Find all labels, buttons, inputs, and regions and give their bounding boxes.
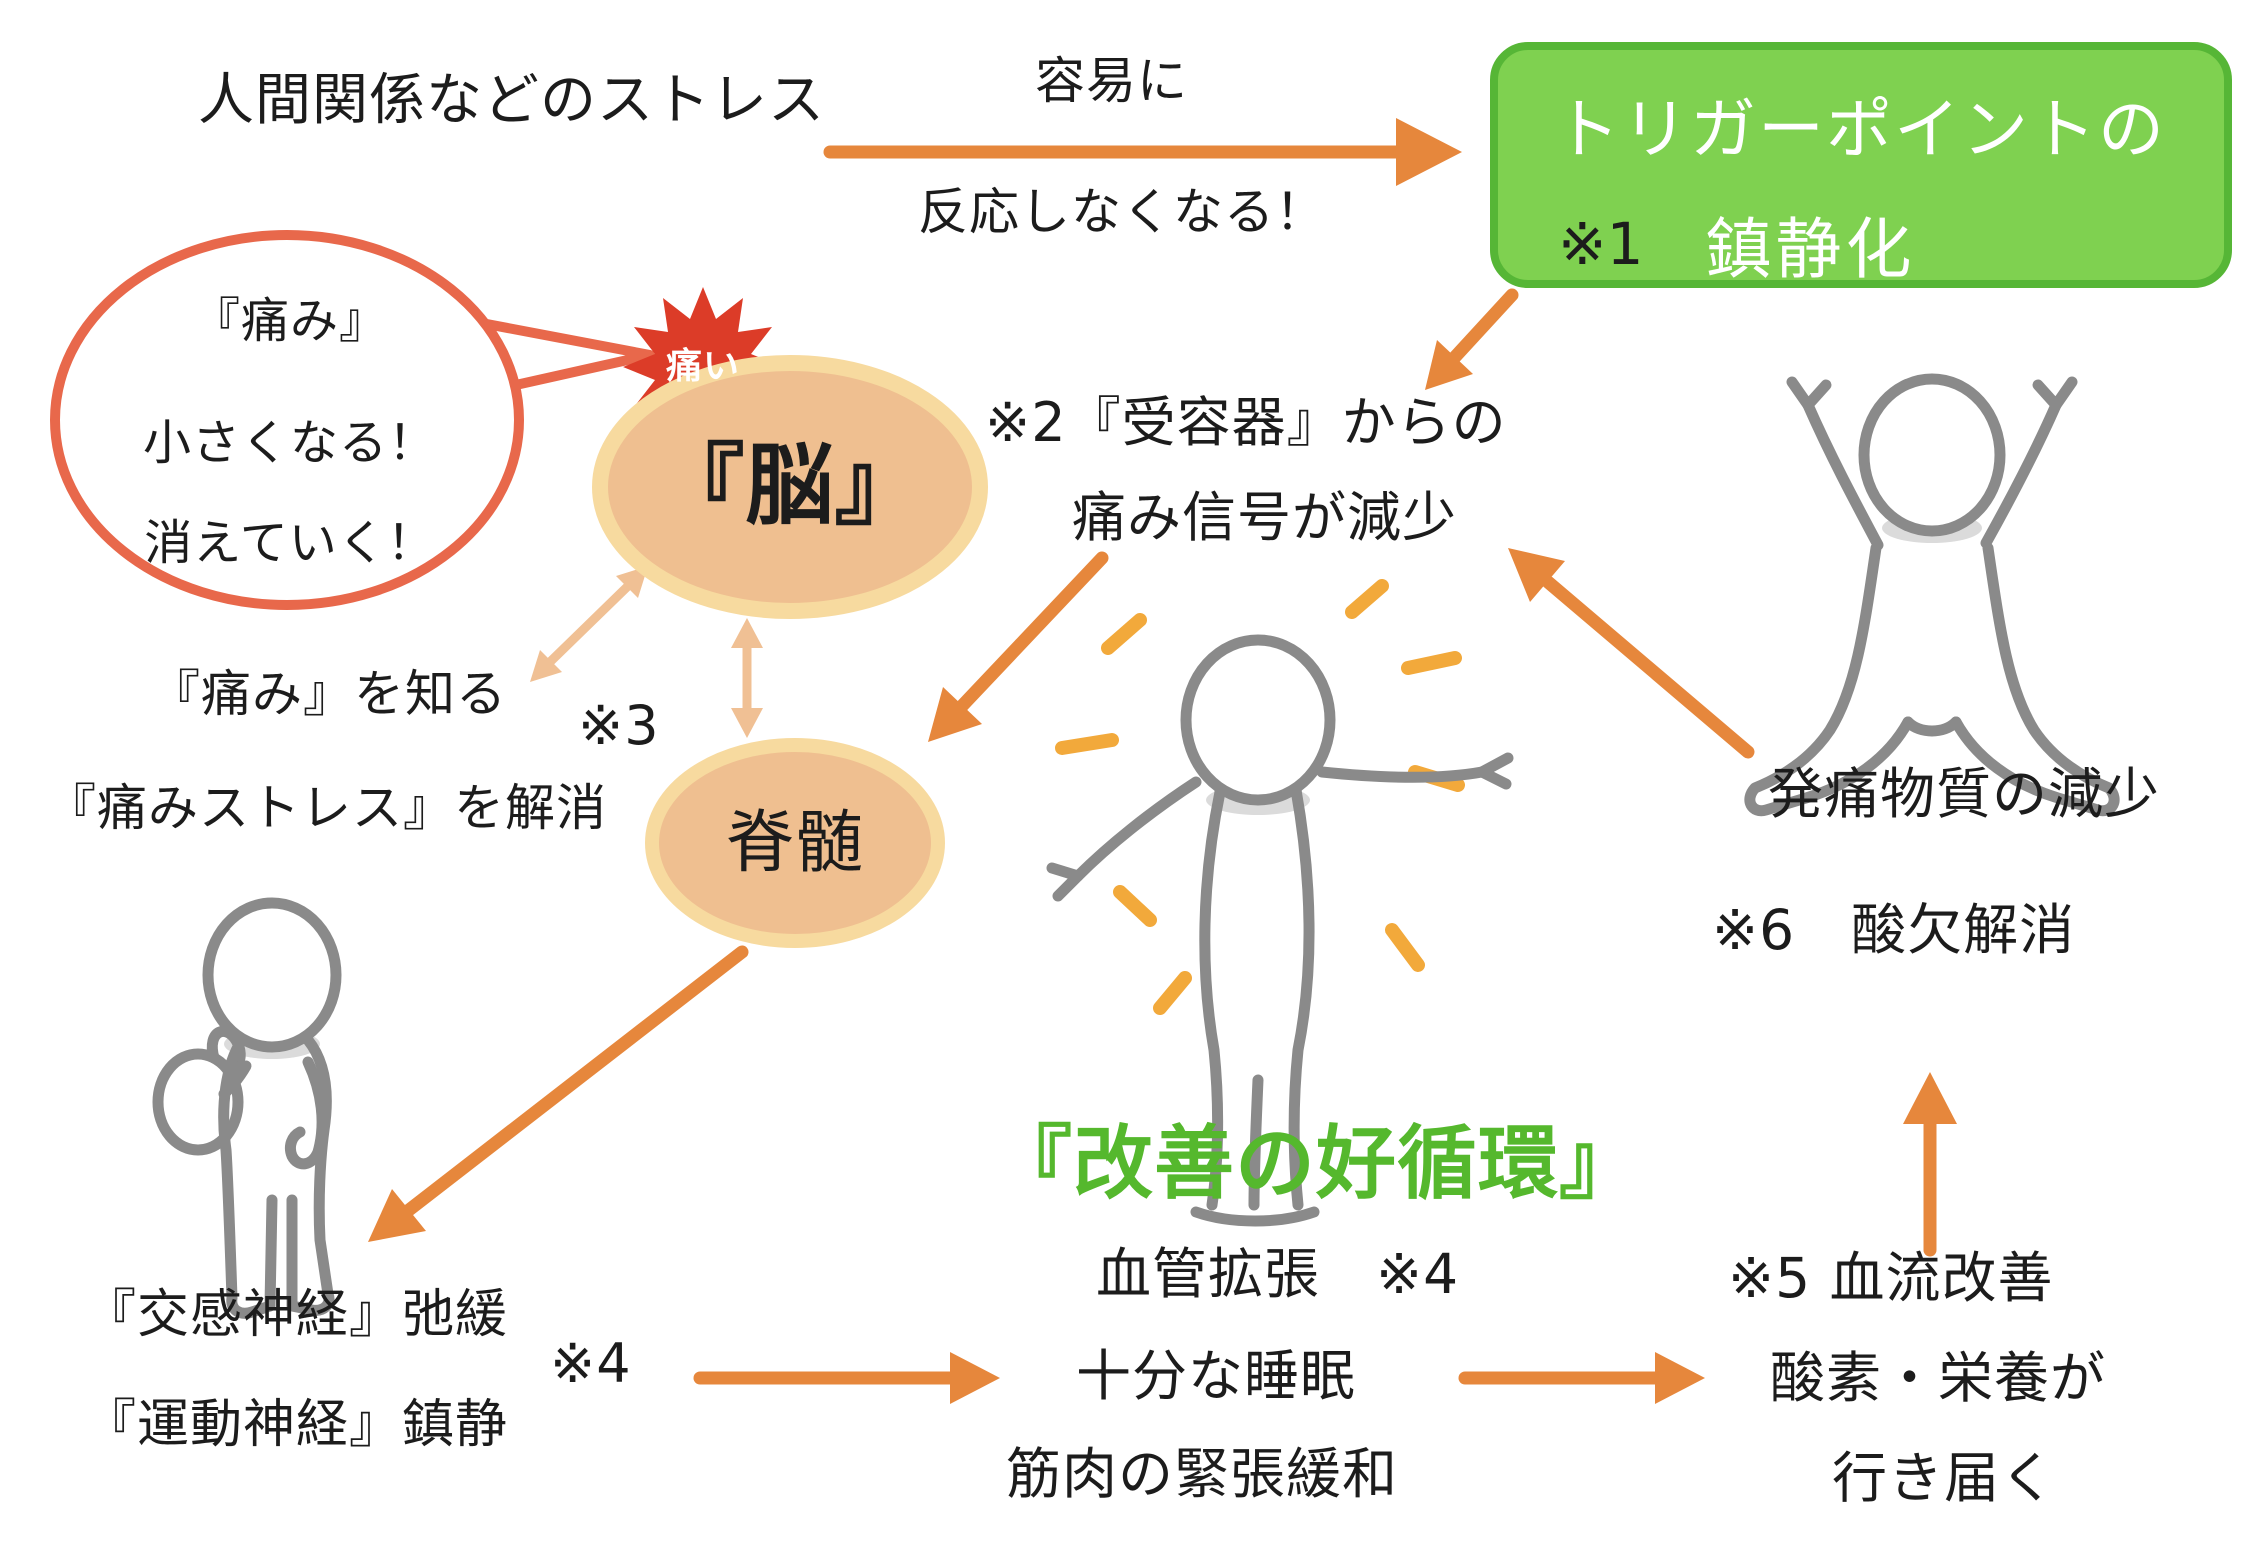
jumping-person-icon (1744, 373, 2120, 817)
motor-label: 『運動神経』鎮静 (84, 1395, 509, 1455)
cycle-title: 『改善の好循環』 (992, 1117, 1640, 1210)
arrow-painsubstance-to-receptor (1508, 548, 1755, 759)
brain-node (592, 355, 988, 619)
brain-label: 『脳』 (656, 434, 924, 537)
arrow-brain-spine-double (731, 618, 763, 738)
stress-label: 人間関係などのストレス (198, 68, 825, 133)
vasodilation-label: 血管拡張 ※4 (1096, 1242, 1460, 1306)
sympathetic-label: 『交感神経』弛緩 (84, 1285, 509, 1345)
bubble-line2: 小さくなる！ (142, 415, 437, 471)
trigger-box-title: トリガーポイントの (1554, 91, 2166, 168)
no-react-label: 反応しなくなる！ (918, 183, 1326, 241)
blood-flow-label: ※5 血流改善 (1728, 1246, 2054, 1310)
trigger-box-subtitle: ※1 鎮静化 (1558, 196, 1916, 292)
thumbs-up-person-icon (152, 897, 342, 1319)
ref1-marker: ※1 (1558, 210, 1644, 278)
bubble-line3: 消えていく！ (144, 515, 436, 571)
oxygen-relief-label: ※6 酸欠解消 (1712, 898, 2076, 962)
receptor-line2: 痛み信号が減少 (1072, 486, 1457, 549)
sleep-label: 十分な睡眠 (1076, 1344, 1357, 1408)
ref4-marker: ※4 (550, 1332, 632, 1395)
arrow-receptor-to-spine (928, 551, 1109, 742)
know-pain-label: 『痛み』を知る (150, 665, 507, 723)
spine-node (645, 738, 945, 948)
arrow-nerves-to-effects (693, 1352, 1000, 1404)
arrow-effects-to-bloodflow (1458, 1352, 1705, 1404)
arrow-trigger-to-receptor (1425, 288, 1519, 390)
trigger-point-box: トリガーポイントの ※1 鎮静化 (1490, 42, 2232, 288)
pain-starburst-icon (623, 287, 783, 447)
arrow-spine-to-nerves (368, 945, 749, 1242)
pain-substance-label: 発痛物質の減少 (1768, 762, 2161, 826)
stretching-person-icon (1046, 634, 1514, 1227)
ref3-marker: ※3 (578, 694, 660, 757)
pain-burst-label: 痛い (665, 346, 740, 387)
deliver-label: 行き届く (1832, 1446, 2057, 1510)
easily-label: 容易に (1035, 52, 1188, 110)
muscle-relax-label: 筋肉の緊張緩和 (1006, 1442, 1399, 1506)
relieve-stress-label: 『痛みストレス』を解消 (46, 779, 607, 837)
calming-label: 鎮静化 (1705, 211, 1916, 288)
oxygen-nutrition-label: 酸素・栄養が (1770, 1346, 2107, 1410)
receptor-line1: ※2『受容器』からの (985, 391, 1507, 454)
bubble-line1: 『痛み』 (191, 293, 388, 349)
arrow-stress-to-trigger (823, 118, 1462, 186)
arrow-brain-knowpain-double (530, 566, 648, 682)
spine-label: 脊髄 (725, 804, 864, 883)
arrow-bloodflow-up (1903, 1072, 1957, 1257)
speech-bubble (50, 230, 655, 610)
